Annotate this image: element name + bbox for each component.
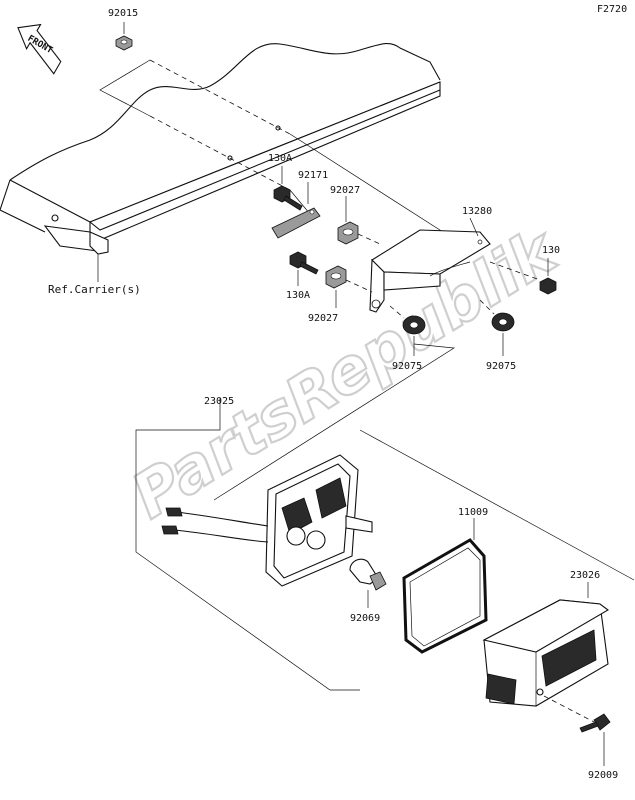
part-label-92027-top: 92027 bbox=[330, 185, 360, 196]
part-label-130a-top: 130A bbox=[268, 153, 292, 164]
part-label-92069: 92069 bbox=[350, 613, 380, 624]
bolt-130 bbox=[489, 258, 557, 295]
bracket-13280 bbox=[369, 217, 491, 313]
part-label-92015: 92015 bbox=[108, 8, 138, 19]
collar-92027-top bbox=[337, 196, 381, 245]
plate-92171 bbox=[271, 182, 321, 239]
part-label-92027-bottom: 92027 bbox=[308, 313, 338, 324]
bolt-130a-top bbox=[273, 166, 303, 211]
part-label-130a-bottom: 130A bbox=[286, 290, 310, 301]
part-label-11009: 11009 bbox=[458, 507, 488, 518]
part-label-92009: 92009 bbox=[588, 770, 618, 781]
bulb-92069 bbox=[349, 558, 387, 608]
part-label-92075-left: 92075 bbox=[392, 361, 422, 372]
part-label-92075-right: 92075 bbox=[486, 361, 516, 372]
part-label-23026: 23026 bbox=[570, 570, 600, 581]
screw-92009 bbox=[543, 695, 611, 766]
lens-23026 bbox=[482, 582, 609, 707]
part-label-130: 130 bbox=[542, 245, 560, 256]
part-label-13280: 13280 bbox=[462, 206, 492, 217]
grommet-92075-left bbox=[389, 305, 426, 356]
ref-label: Ref.Carrier(s) bbox=[48, 283, 141, 296]
gasket-11009 bbox=[402, 518, 488, 654]
front-arrow-icon: FRONT bbox=[17, 23, 62, 75]
nut-92015 bbox=[99, 22, 291, 191]
figure-code: F2720 bbox=[597, 4, 627, 15]
grommet-92075-right bbox=[479, 299, 515, 356]
collar-92027-bottom bbox=[325, 265, 373, 308]
part-label-23025: 23025 bbox=[204, 396, 234, 407]
lamp-housing-23025 bbox=[161, 454, 373, 587]
carrier-rack bbox=[0, 42, 441, 282]
bolt-130a-bottom bbox=[289, 251, 319, 286]
part-label-92171: 92171 bbox=[298, 170, 328, 181]
